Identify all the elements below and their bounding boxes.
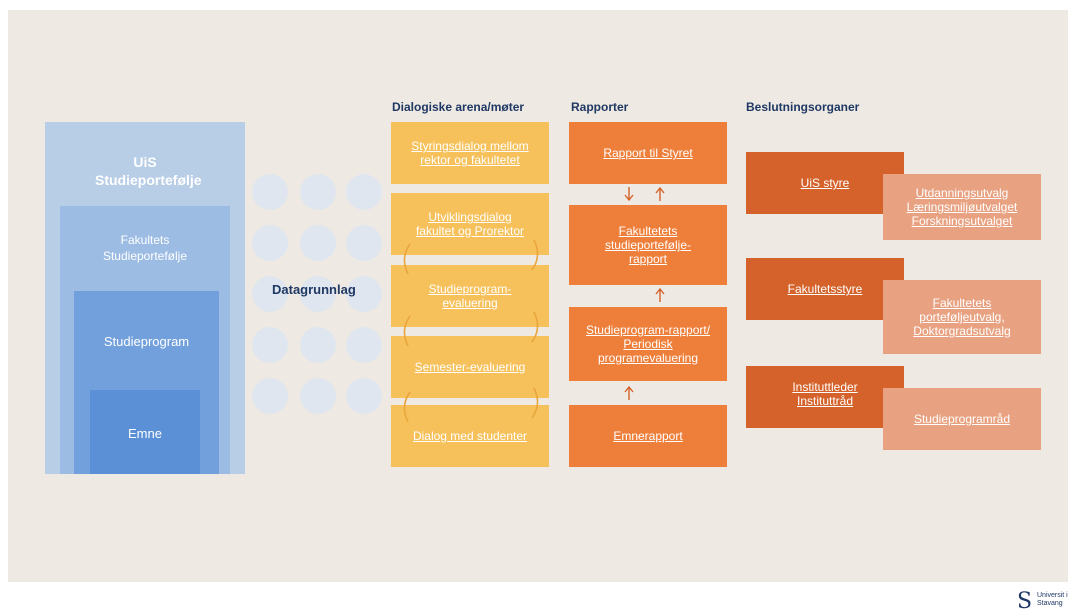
dot (346, 225, 382, 261)
dot (346, 327, 382, 363)
arrow-up-icon (655, 288, 665, 302)
decision-label: Fakultetsstyre (787, 282, 863, 296)
dot (252, 378, 288, 414)
data-basis-label: Datagrunnlag (272, 282, 356, 297)
report-item-emne[interactable]: Emnerapport (569, 405, 727, 467)
dot (300, 174, 336, 210)
report-item-label: Studieprogram-rapport/ Periodisk program… (585, 323, 711, 365)
study-program-label: Studieprogram (103, 334, 190, 349)
arrow-up-icon (624, 386, 634, 400)
course-box: Emne (90, 390, 200, 474)
report-item-styret[interactable]: Rapport til Styret (569, 122, 727, 184)
arena-item-dialog-studenter[interactable]: Dialog med studenter (391, 405, 549, 467)
dot (252, 276, 288, 312)
decision-uis-styre[interactable]: UiS styre (746, 152, 904, 214)
decision-sub-studieprogramrad[interactable]: Studieprogramråd (883, 388, 1041, 450)
dot (346, 174, 382, 210)
report-item-studieprogram[interactable]: Studieprogram-rapport/ Periodisk program… (569, 307, 727, 381)
svg-text:S: S (1017, 589, 1032, 610)
dot (300, 378, 336, 414)
decision-sub-label: Fakultetets porteføljeutvalg, Doktorgrad… (913, 296, 1011, 338)
report-item-fakultet[interactable]: Fakultetets studieportefølje-rapport (569, 205, 727, 285)
cycle-arrow-2 (403, 311, 539, 347)
decision-instituttleder[interactable]: Instituttleder Instituttråd (746, 366, 904, 428)
arena-heading: Dialogiske arena/møter (392, 100, 525, 114)
uis-portfolio-label: UiS Studieportefølje (95, 154, 202, 188)
uis-logo-icon: S (1017, 589, 1032, 610)
cycle-arrow-1 (403, 239, 539, 275)
arena-item-label: Styringsdialog mellom rektor og fakultet… (411, 139, 529, 167)
decision-sub-portefolje[interactable]: Fakultetets porteføljeutvalg, Doktorgrad… (883, 280, 1041, 354)
faculty-portfolio-label: Fakultets Studieportefølje (102, 233, 188, 263)
arrow-down-icon (624, 187, 634, 201)
dot (346, 378, 382, 414)
decision-fakultetsstyre[interactable]: Fakultetsstyre (746, 258, 904, 320)
dot (300, 225, 336, 261)
decision-sub-label: Studieprogramråd (913, 412, 1011, 426)
course-label: Emne (128, 426, 162, 441)
arrow-up-icon (655, 187, 665, 201)
dot (252, 174, 288, 210)
arena-item-label: Studieprogram-evaluering (428, 282, 512, 310)
arena-item-studieprogram-evaluering[interactable]: Studieprogram-evaluering (391, 265, 549, 327)
report-item-label: Fakultetets studieportefølje-rapport (604, 224, 692, 266)
arena-item-styringsdialog[interactable]: Styringsdialog mellom rektor og fakultet… (391, 122, 549, 184)
dot (346, 276, 382, 312)
arena-item-label: Dialog med studenter (412, 429, 528, 443)
cycle-arrow-3 (403, 387, 539, 423)
reports-heading: Rapporter (571, 100, 629, 114)
report-item-label: Emnerapport (613, 429, 683, 443)
arena-item-label: Utviklingsdialog fakultet og Prorektor (415, 210, 525, 238)
arena-item-utviklingsdialog[interactable]: Utviklingsdialog fakultet og Prorektor (391, 193, 549, 255)
dot (252, 225, 288, 261)
decision-label: Instituttleder Instituttråd (792, 380, 858, 408)
dot (300, 276, 336, 312)
uis-logo-text: Universit i Stavang (1037, 592, 1068, 607)
arena-item-label: Semester-evaluering (414, 360, 526, 374)
decision-heading: Beslutningsorganer (746, 100, 860, 114)
decision-sub-utvalg[interactable]: Utdanningsutvalg Læringsmiljøutvalget Fo… (883, 174, 1041, 240)
decision-sub-label: Utdanningsutvalg Læringsmiljøutvalget Fo… (906, 186, 1018, 228)
decision-label: UiS styre (800, 176, 850, 190)
arena-item-semester-evaluering[interactable]: Semester-evaluering (391, 336, 549, 398)
dot (300, 327, 336, 363)
report-item-label: Rapport til Styret (603, 146, 693, 160)
dot (252, 327, 288, 363)
